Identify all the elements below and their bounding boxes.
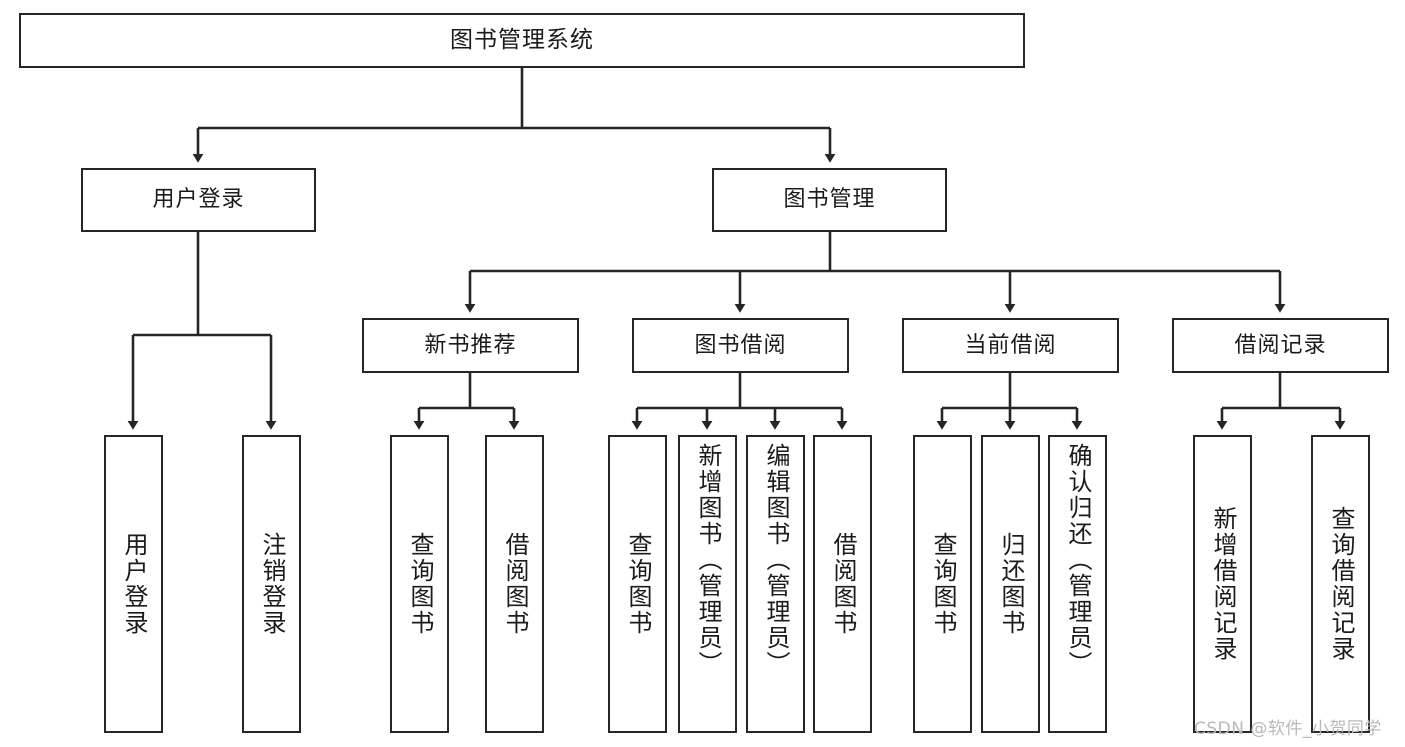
node-user-login[interactable]: 用户登录	[81, 168, 316, 232]
node-label: 用户登录	[119, 532, 148, 636]
node-label: 查询图书	[405, 532, 434, 636]
leaf-current-borrow-return-book[interactable]: 归还图书	[981, 435, 1040, 733]
node-new-book-recommend[interactable]: 新书推荐	[362, 318, 579, 373]
leaf-borrow-record-add-record[interactable]: 新增借阅记录	[1193, 435, 1252, 733]
node-label: 用户登录	[152, 187, 245, 213]
leaf-book-borrow-borrow-book[interactable]: 借阅图书	[813, 435, 872, 733]
node-book-borrow[interactable]: 图书借阅	[632, 318, 849, 373]
node-root-book-management-system[interactable]: 图书管理系统	[19, 13, 1025, 68]
leaf-borrow-record-query-record[interactable]: 查询借阅记录	[1311, 435, 1370, 733]
node-label: 查询借阅记录	[1326, 506, 1355, 662]
node-label: 新书推荐	[424, 332, 517, 358]
node-label: 当前借阅	[964, 332, 1057, 358]
node-label: 新增图书（管理员）	[693, 443, 722, 677]
node-label: 归还图书	[996, 532, 1025, 636]
node-label: 借阅记录	[1234, 332, 1327, 358]
node-label: 借阅图书	[500, 532, 529, 636]
leaf-book-borrow-add-book-admin[interactable]: 新增图书（管理员）	[678, 435, 737, 733]
node-label: 查询图书	[928, 532, 957, 636]
node-current-borrow[interactable]: 当前借阅	[902, 318, 1119, 373]
node-label: 借阅图书	[828, 532, 857, 636]
leaf-book-borrow-edit-book-admin[interactable]: 编辑图书（管理员）	[746, 435, 805, 733]
leaf-user-login-logout[interactable]: 注销登录	[242, 435, 301, 733]
node-borrow-record[interactable]: 借阅记录	[1172, 318, 1389, 373]
node-label: 注销登录	[257, 532, 286, 636]
node-label: 图书管理系统	[450, 27, 594, 54]
node-label: 查询图书	[623, 532, 652, 636]
node-label: 图书管理	[783, 187, 876, 213]
node-label: 确认归还（管理员）	[1063, 443, 1092, 677]
leaf-current-borrow-confirm-return-admin[interactable]: 确认归还（管理员）	[1048, 435, 1107, 733]
node-label: 编辑图书（管理员）	[761, 443, 790, 677]
leaf-new-book-borrow-book[interactable]: 借阅图书	[485, 435, 544, 733]
leaf-user-login-login[interactable]: 用户登录	[104, 435, 163, 733]
leaf-book-borrow-query-book[interactable]: 查询图书	[608, 435, 667, 733]
node-label: 新增借阅记录	[1208, 506, 1237, 662]
node-label: 图书借阅	[694, 332, 787, 358]
leaf-current-borrow-query-book[interactable]: 查询图书	[913, 435, 972, 733]
leaf-new-book-query-book[interactable]: 查询图书	[390, 435, 449, 733]
node-book-management[interactable]: 图书管理	[712, 168, 947, 232]
